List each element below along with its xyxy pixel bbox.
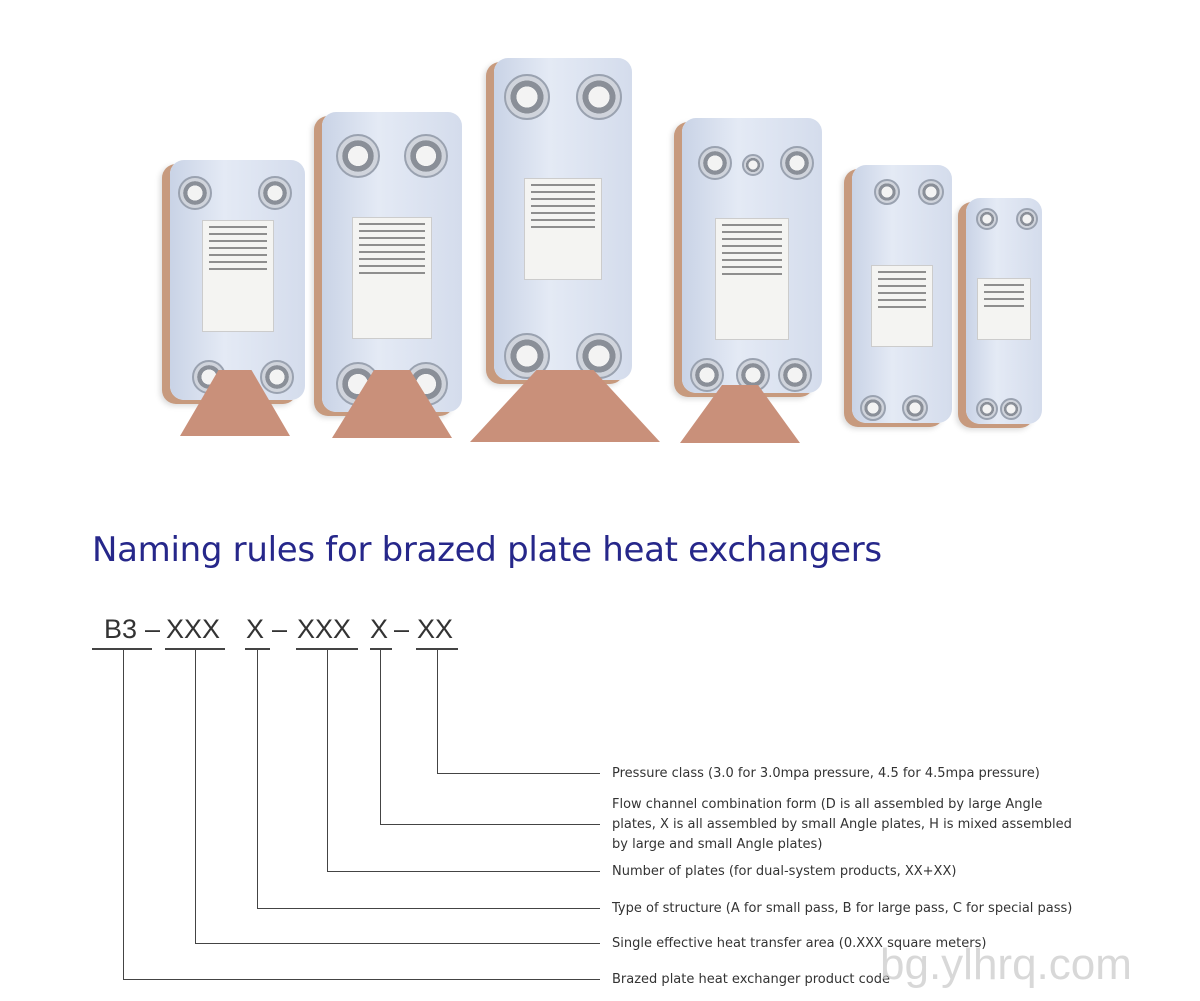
code-dash: – — [145, 614, 161, 644]
code-pressure: XX — [417, 614, 454, 644]
desc-plate-count: Number of plates (for dual-system produc… — [612, 864, 957, 879]
desc-product-code: Brazed plate heat exchanger product code — [612, 972, 890, 987]
code-prefix: B3 — [104, 614, 138, 644]
heat-exchanger-4 — [682, 118, 822, 393]
page-title: Naming rules for brazed plate heat excha… — [92, 530, 882, 570]
desc-flow-channel: Flow channel combination form (D is all … — [612, 797, 1072, 852]
code-plates: XXX — [297, 614, 352, 644]
mounting-bracket — [680, 385, 800, 443]
heat-exchanger-2 — [322, 112, 462, 412]
code-dash: – — [272, 614, 288, 644]
code-structure: X — [246, 614, 265, 644]
code-area: XXX — [166, 614, 221, 644]
code-flow: X — [370, 614, 389, 644]
desc-pressure-class: Pressure class (3.0 for 3.0mpa pressure,… — [612, 766, 1040, 781]
heat-exchanger-1 — [170, 160, 305, 400]
desc-structure-type: Type of structure (A for small pass, B f… — [612, 901, 1073, 916]
heat-exchanger-5 — [852, 165, 952, 423]
desc-heat-transfer-area: Single effective heat transfer area (0.X… — [612, 936, 987, 951]
code-dash: – — [394, 614, 410, 644]
heat-exchanger-6 — [966, 198, 1042, 424]
watermark: bg.ylhrq.com — [880, 940, 1132, 989]
heat-exchanger-3 — [494, 58, 632, 380]
mounting-bracket — [470, 370, 660, 442]
